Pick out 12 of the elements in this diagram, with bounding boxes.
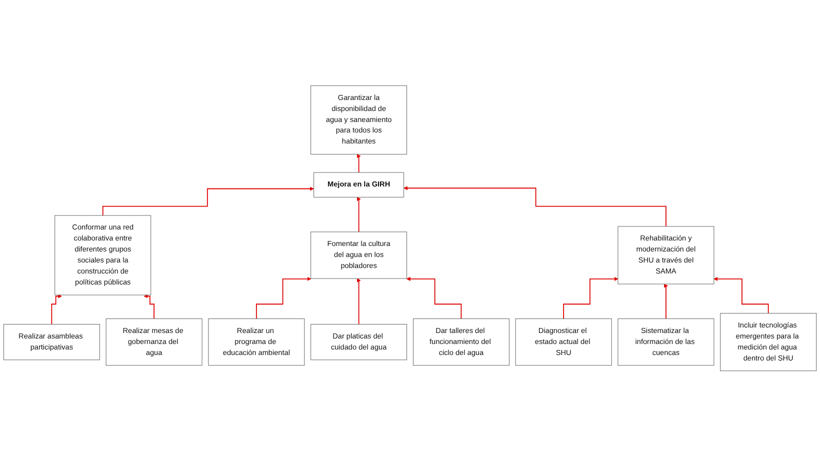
- arrow: [144, 294, 154, 320]
- arrow: [563, 277, 618, 320]
- arrow: [404, 186, 666, 228]
- arrow: [51, 294, 62, 325]
- arrow: [356, 278, 361, 325]
- arrow: [664, 284, 668, 320]
- arrow: [356, 197, 361, 233]
- arrow: [256, 277, 312, 320]
- arrow: [356, 154, 361, 174]
- arrow: [102, 187, 314, 216]
- arrow: [714, 277, 769, 314]
- arrow: [406, 277, 462, 320]
